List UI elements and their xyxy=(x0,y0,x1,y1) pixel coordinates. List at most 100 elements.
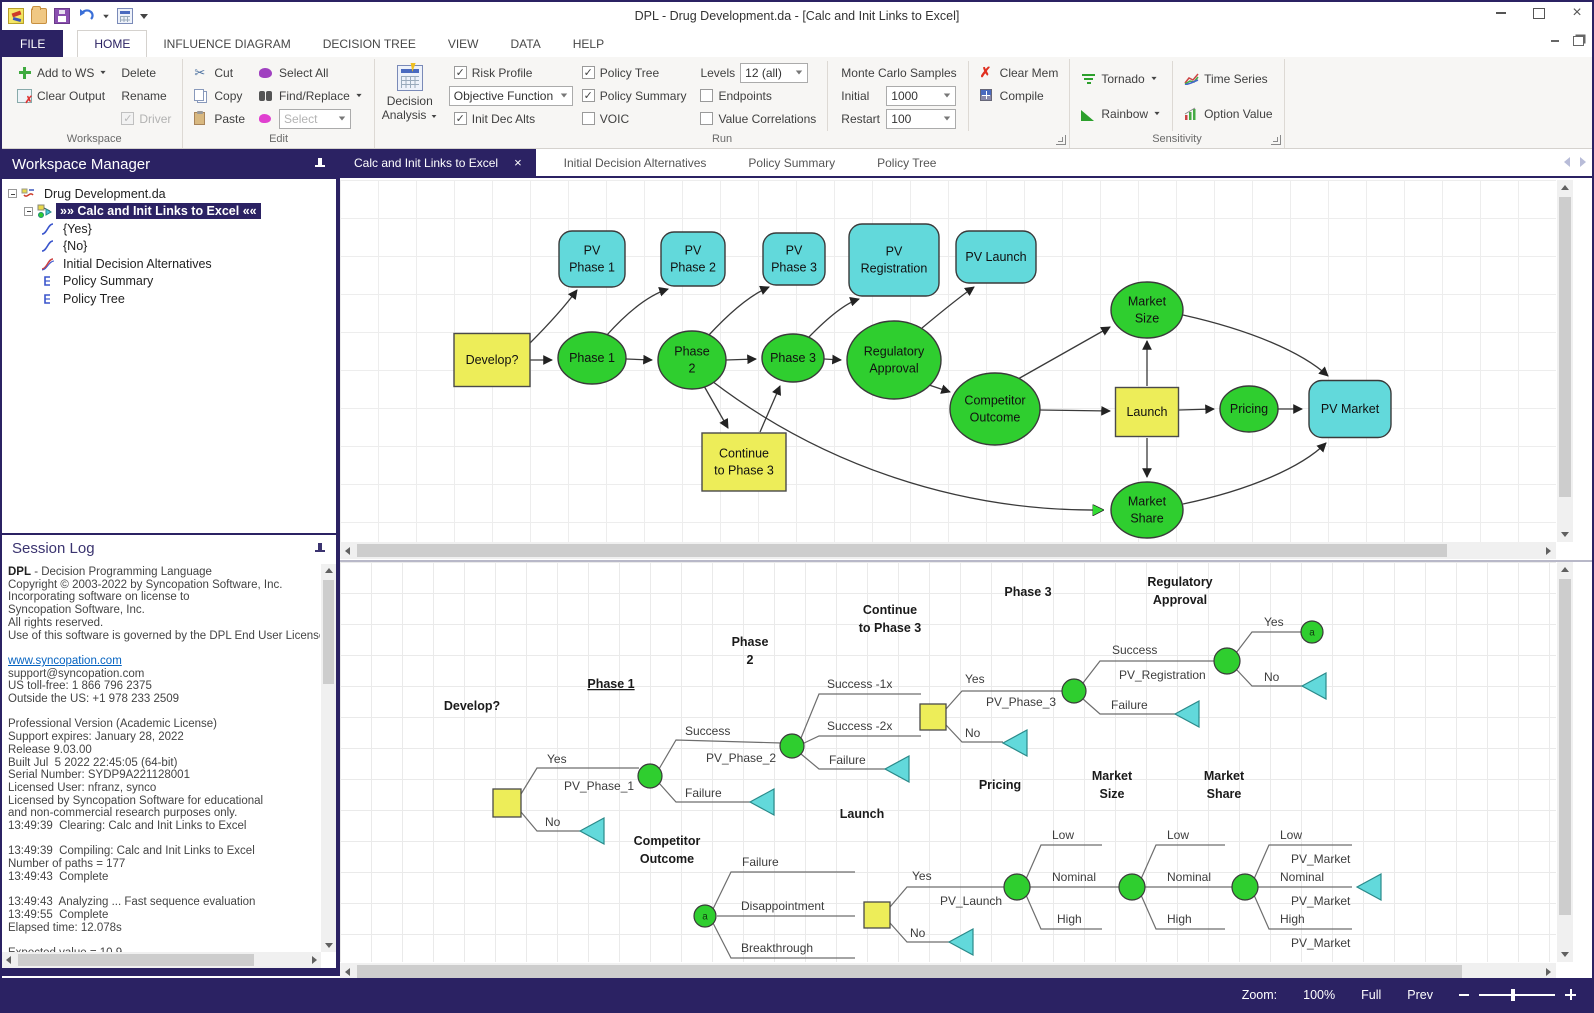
tab-home[interactable]: HOME xyxy=(77,30,148,57)
tab-data[interactable]: DATA xyxy=(510,36,541,51)
run-analysis-icon[interactable] xyxy=(117,8,133,24)
workspace-tree-item[interactable]: {Yes} xyxy=(2,220,336,238)
tree-branch[interactable] xyxy=(945,724,1003,743)
tree-decision-node[interactable] xyxy=(863,901,891,929)
child-restore-icon[interactable] xyxy=(1573,36,1584,46)
tree-branch[interactable] xyxy=(1235,668,1302,687)
tree-branch[interactable] xyxy=(712,871,855,910)
tree-chance-node[interactable]: a xyxy=(1300,620,1324,644)
influence-arc[interactable] xyxy=(759,385,781,433)
initial-samples-combo[interactable]: 1000 xyxy=(886,85,957,106)
tab-influence-diagram[interactable]: INFLUENCE DIAGRAM xyxy=(163,36,291,51)
restart-samples-combo[interactable]: 100 xyxy=(886,108,957,129)
close-button[interactable]: × xyxy=(1572,4,1582,21)
tree-branch[interactable] xyxy=(1082,660,1215,684)
tab-decision-tree[interactable]: DECISION TREE xyxy=(322,36,416,51)
add-to-ws-button[interactable]: Add to WS xyxy=(10,61,114,84)
tree-branch[interactable] xyxy=(800,753,886,770)
pin-icon[interactable] xyxy=(314,542,326,556)
tree-branch[interactable] xyxy=(520,811,580,832)
zoom-slider-thumb[interactable] xyxy=(1511,988,1515,1001)
paste-button[interactable]: Paste xyxy=(187,107,252,130)
zoom-in-icon[interactable] xyxy=(1565,989,1576,1000)
influence-arc[interactable] xyxy=(1178,404,1215,415)
influence-arc[interactable] xyxy=(928,384,951,394)
tree-chance-node[interactable] xyxy=(637,763,663,789)
zoom-slider[interactable] xyxy=(1479,988,1555,1001)
influence-node-phase-1[interactable]: Phase 1 xyxy=(557,331,627,385)
levels-combo[interactable]: 12 (all) xyxy=(740,62,809,83)
tree-branch[interactable] xyxy=(1140,894,1225,930)
zoom-prev-button[interactable]: Prev xyxy=(1407,987,1433,1002)
influence-arc[interactable] xyxy=(921,286,975,329)
session-log-hscrollbar[interactable] xyxy=(2,952,321,968)
tree-branch[interactable] xyxy=(1025,894,1102,930)
copy-button[interactable]: Copy xyxy=(187,84,252,107)
influence-node-launch[interactable]: Launch xyxy=(1114,386,1180,438)
tab-scroll-right-icon[interactable] xyxy=(1580,157,1586,167)
tree-end-node[interactable] xyxy=(947,927,974,957)
tab-view[interactable]: VIEW xyxy=(447,36,479,51)
tree-branch[interactable] xyxy=(658,739,782,770)
influence-arc[interactable] xyxy=(1017,326,1111,380)
delete-button[interactable]: Delete xyxy=(121,65,157,80)
value-correlations-checkbox[interactable]: Value Correlations xyxy=(693,107,823,130)
tree-branch[interactable] xyxy=(1253,894,1352,930)
rainbow-button[interactable]: Rainbow xyxy=(1074,102,1168,125)
workspace-tree-item[interactable]: {No} xyxy=(2,238,336,256)
voic-checkbox[interactable]: VOIC xyxy=(575,107,694,130)
influence-node-pv-market[interactable]: PV Market xyxy=(1308,379,1392,439)
pane-splitter[interactable] xyxy=(340,560,1592,562)
tree-chance-node[interactable] xyxy=(1231,873,1259,901)
save-icon[interactable] xyxy=(54,8,70,24)
influence-arc[interactable] xyxy=(807,296,860,339)
run-dialog-launcher[interactable] xyxy=(1056,135,1067,145)
document-tab[interactable]: Policy Tree xyxy=(863,149,950,176)
policy-tree-checkbox[interactable]: Policy Tree xyxy=(575,61,694,84)
tree-end-node[interactable] xyxy=(1001,728,1028,758)
zoom-value[interactable]: 100% xyxy=(1303,987,1336,1002)
influence-arc[interactable] xyxy=(703,385,729,429)
tree-branch[interactable] xyxy=(945,690,1063,710)
undo-dropdown-icon[interactable] xyxy=(103,14,109,18)
tree-end-node[interactable] xyxy=(1355,872,1382,902)
influence-arc[interactable] xyxy=(605,287,669,337)
tree-branch[interactable] xyxy=(1082,698,1176,715)
influence-node-phase-3[interactable]: Phase 3 xyxy=(761,333,825,383)
tree-chance-node[interactable] xyxy=(1061,678,1087,704)
tree-decision-node[interactable] xyxy=(919,703,947,731)
tree-branch[interactable] xyxy=(1253,844,1352,880)
select-combo[interactable]: Select xyxy=(279,108,352,129)
session-log-vscrollbar[interactable] xyxy=(321,564,336,952)
zoom-out-icon[interactable] xyxy=(1459,993,1469,996)
influence-arc[interactable] xyxy=(1039,406,1111,416)
tree-chance-node[interactable]: a xyxy=(693,904,717,928)
child-minimize-icon[interactable] xyxy=(1551,40,1559,42)
tree-chance-node[interactable] xyxy=(1003,873,1031,901)
influence-arc[interactable] xyxy=(1182,314,1329,377)
risk-profile-checkbox[interactable]: Risk Profile xyxy=(447,61,575,84)
tree-branch[interactable] xyxy=(889,922,950,943)
compile-button[interactable]: Compile xyxy=(973,84,1066,107)
tree-branch[interactable] xyxy=(889,886,1004,908)
tab-help[interactable]: HELP xyxy=(572,36,605,51)
influence-node-develop[interactable]: Develop? xyxy=(453,332,531,388)
zoom-full-button[interactable]: Full xyxy=(1361,987,1382,1002)
tree-hscrollbar[interactable] xyxy=(340,963,1556,980)
tree-end-node[interactable] xyxy=(748,787,775,817)
influence-arc[interactable] xyxy=(707,285,770,337)
tree-branch[interactable] xyxy=(800,693,921,739)
option-value-button[interactable]: Option Value xyxy=(1177,102,1280,125)
document-tab[interactable]: Calc and Init Links to Excel× xyxy=(340,149,536,176)
influence-vscrollbar[interactable] xyxy=(1557,180,1573,542)
init-dec-alts-checkbox[interactable]: Init Dec Alts xyxy=(447,107,575,130)
